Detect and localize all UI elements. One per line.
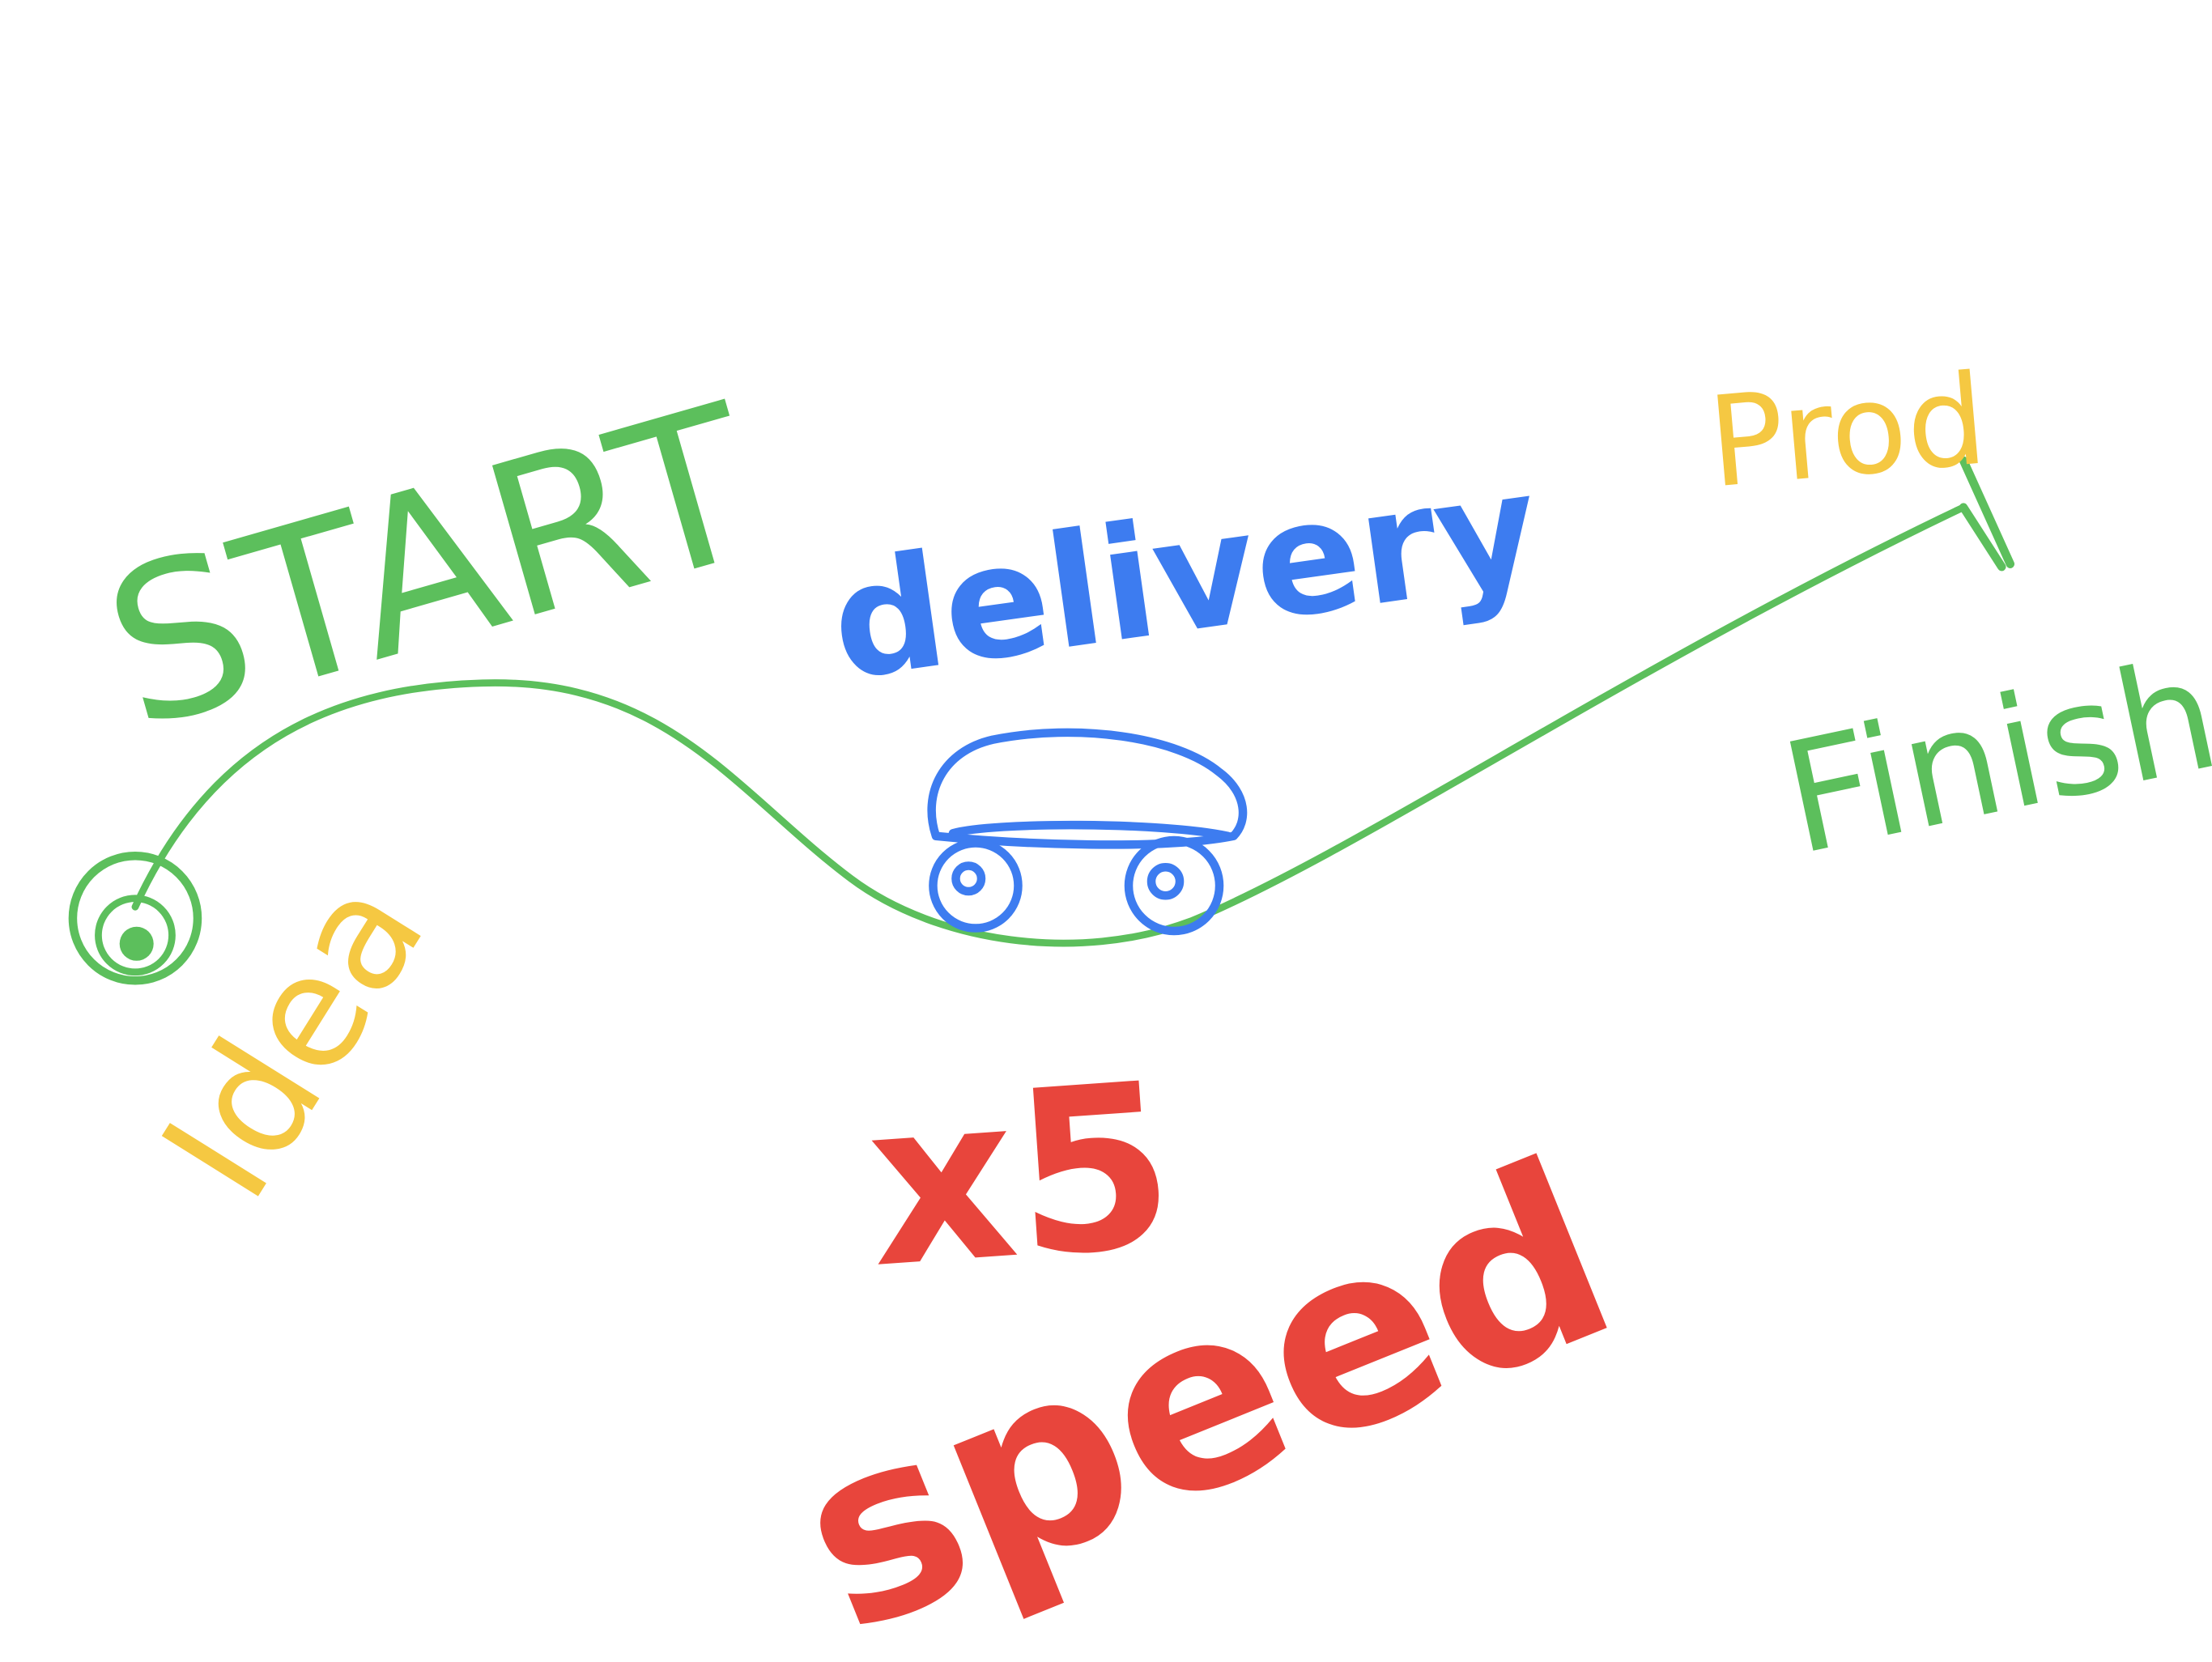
start-target-icon xyxy=(68,852,202,985)
idea-label: Idea xyxy=(128,848,460,1229)
prod-label: Prod xyxy=(1704,347,1992,516)
multiplier-label: x5 xyxy=(860,1034,1181,1318)
finish-label: Finish xyxy=(1769,625,2212,890)
finish-tick-icon xyxy=(1959,456,2015,572)
road-path xyxy=(131,504,1967,947)
delivery-label: delivery xyxy=(821,437,1550,716)
car-icon xyxy=(927,728,1248,936)
start-label: START xyxy=(82,357,784,776)
